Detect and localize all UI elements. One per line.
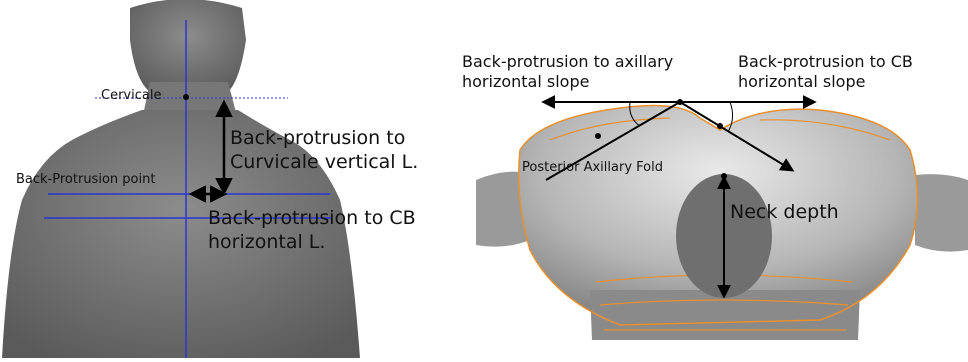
- cb-point: [717, 123, 723, 129]
- back-protrusion-top-point: [677, 99, 683, 105]
- neck-depth-label: Neck depth: [730, 200, 839, 224]
- cervicale-point: [183, 94, 189, 100]
- neck-top-point: [721, 173, 727, 179]
- right-arm-shape: [915, 174, 968, 251]
- cervicale-label: Cervicale: [101, 88, 161, 104]
- posterior-axillary-fold-label: Posterior Axillary Fold: [522, 160, 663, 176]
- cb-slope-label: Back-protrusion to CB horizontal slope: [738, 52, 913, 92]
- horizontal-length-label: Back-protrusion to CB horizontal L.: [208, 206, 416, 254]
- posterior-axillary-point: [595, 133, 601, 139]
- axillary-slope-label: Back-protrusion to axillary horizontal s…: [462, 52, 673, 92]
- vertical-length-label: Back-protrusion to Curvicale vertical L.: [230, 126, 418, 174]
- right-top-scan: [476, 99, 968, 340]
- back-protrusion-point-label: Back-Protrusion point: [16, 172, 155, 188]
- head-shape: [130, 0, 246, 92]
